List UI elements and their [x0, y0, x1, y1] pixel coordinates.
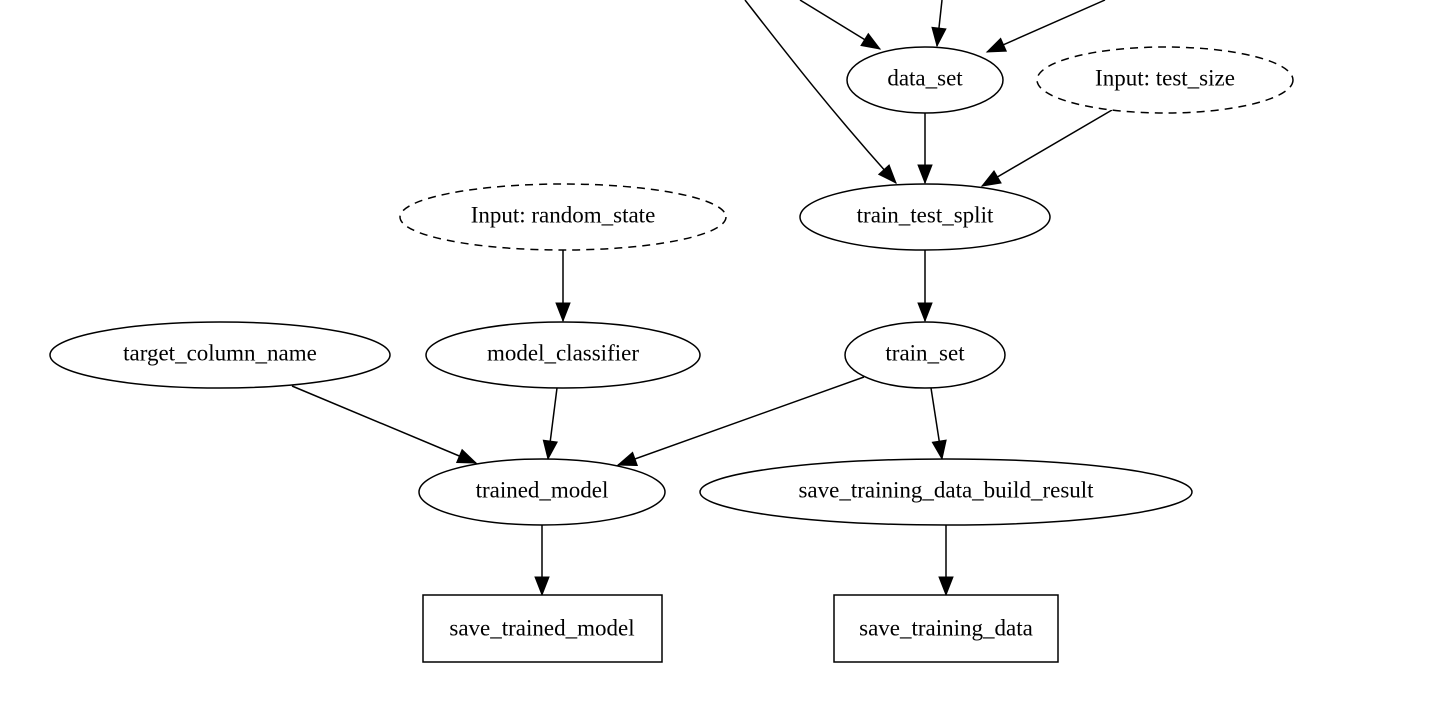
edge-line [744, 0, 897, 184]
arrowhead [555, 302, 571, 323]
edge-offscreen-to-data-set-a [799, 0, 882, 50]
edge-trained-model-to-save-trained-model [534, 525, 550, 597]
node-label: save_trained_model [449, 615, 634, 640]
node-label: model_classifier [487, 340, 639, 365]
arrowhead [980, 169, 1002, 187]
node-label: target_column_name [123, 340, 317, 365]
node-label: trained_model [476, 477, 609, 502]
edge-random-state-to-model-classifier [555, 250, 571, 323]
edge-train-test-split-to-train-set [917, 250, 933, 323]
arrowhead [917, 302, 933, 323]
node-input-random-state[interactable]: Input: random_state [399, 183, 727, 251]
node-input-test-size[interactable]: Input: test_size [1036, 46, 1294, 114]
node-label: data_set [887, 65, 963, 90]
arrowhead [877, 164, 897, 185]
arrowhead [616, 451, 639, 467]
node-label: Input: test_size [1095, 65, 1235, 90]
node-label: train_set [885, 340, 965, 365]
edge-line [291, 385, 477, 464]
node-save-trained-model[interactable]: save_trained_model [422, 594, 663, 663]
arrowhead [931, 439, 947, 461]
edge-offscreen-to-data-set-b [931, 0, 947, 48]
node-model-classifier[interactable]: model_classifier [425, 321, 701, 389]
node-label: Input: random_state [471, 202, 656, 227]
edge-offscreen-to-data-set-c [985, 0, 1106, 53]
edge-target-column-to-trained-model [291, 385, 478, 464]
edge-offscreen-to-train-test-split [744, 0, 897, 185]
edge-train-set-to-trained-model [616, 376, 865, 467]
arrowhead [931, 26, 947, 48]
node-trained-model[interactable]: trained_model [418, 458, 666, 526]
node-save-training-data-build-result[interactable]: save_training_data_build_result [699, 458, 1193, 526]
arrowhead [860, 32, 882, 50]
node-save-training-data[interactable]: save_training_data [833, 594, 1059, 663]
edge-train-set-to-build-result [930, 387, 947, 461]
nodes-layer: data_set Input: test_size Input: random_… [49, 46, 1294, 663]
edge-line [981, 109, 1113, 187]
edge-line [617, 376, 865, 466]
edges-layer [291, 0, 1113, 597]
arrowhead [455, 448, 478, 464]
arrowhead [985, 37, 1008, 53]
edge-test-size-to-train-test-split [980, 109, 1113, 187]
edge-line [986, 0, 1106, 53]
node-train-set[interactable]: train_set [844, 321, 1006, 389]
node-data-set[interactable]: data_set [846, 46, 1004, 114]
edge-build-result-to-save-training-data [938, 525, 954, 597]
edge-model-classifier-to-trained-model [542, 387, 558, 461]
node-label: save_training_data [859, 615, 1033, 640]
node-train-test-split[interactable]: train_test_split [799, 183, 1051, 251]
node-target-column-name[interactable]: target_column_name [49, 321, 391, 389]
edge-data-set-to-train-test-split [917, 113, 933, 185]
node-label: train_test_split [857, 202, 994, 227]
arrowhead [534, 576, 550, 597]
node-label: save_training_data_build_result [798, 477, 1094, 502]
arrowhead [917, 164, 933, 185]
arrowhead [542, 439, 558, 461]
arrowhead [938, 576, 954, 597]
